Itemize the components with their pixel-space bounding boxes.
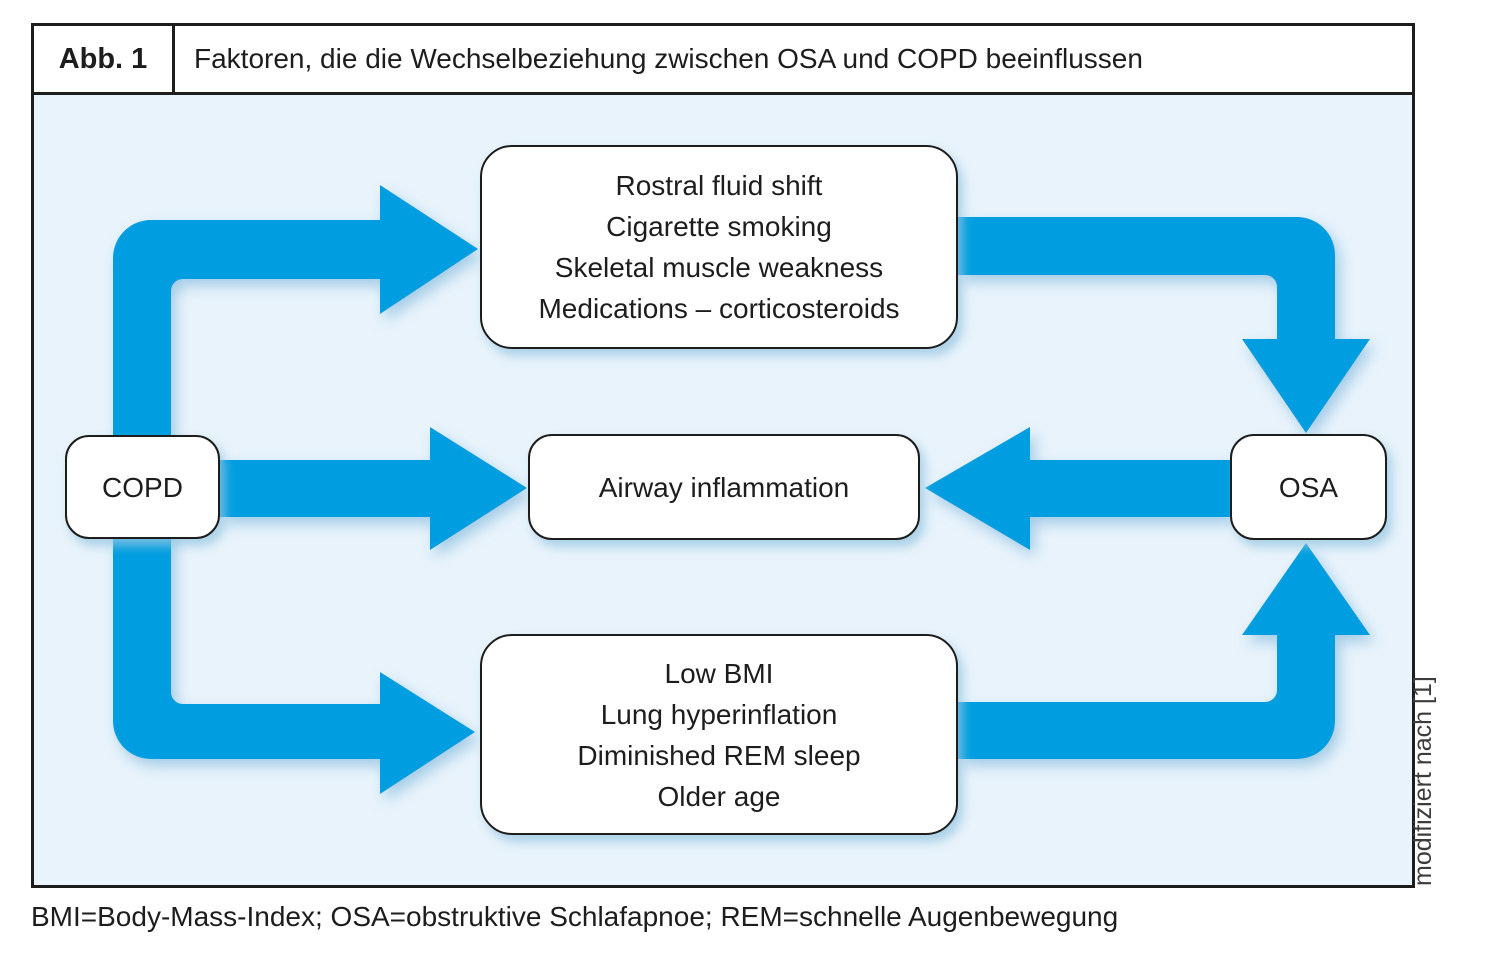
arrow-head-to-bottom-factors [380, 672, 475, 794]
airway-inflammation-box: Airway inflammation [528, 434, 920, 540]
figure-header: Abb. 1 Faktoren, die die Wechselbeziehun… [31, 23, 1415, 95]
arrow-head-top-factors-to-osa [1242, 339, 1370, 433]
copd-box: COPD [65, 435, 220, 539]
arrow-osa-to-airway [1030, 460, 1230, 517]
arrow-head-bottom-factors-to-osa [1242, 543, 1370, 635]
bottom-factors-box: Low BMI Lung hyperinflation Diminished R… [480, 634, 958, 835]
arrow-copd-to-airway [220, 460, 436, 517]
abbreviation-caption: BMI=Body-Mass-Index; OSA=obstruktive Sch… [31, 901, 1119, 932]
top-factors-text: Rostral fluid shift Cigarette smoking Sk… [538, 170, 900, 324]
osa-label: OSA [1278, 471, 1339, 503]
arrow-head-copd-to-airway [430, 427, 527, 550]
source-note: modifiziert nach [1] [1409, 676, 1437, 886]
arrow-head-to-top-factors [380, 185, 478, 314]
bottom-factors-text: Low BMI Lung hyperinflation Diminished R… [577, 657, 861, 812]
flow-arrows [113, 185, 1370, 794]
figure-title: Faktoren, die die Wechselbeziehung zwisc… [194, 43, 1143, 74]
copd-label: COPD [102, 471, 183, 503]
osa-box: OSA [1230, 434, 1387, 540]
figure-label: Abb. 1 [34, 26, 175, 92]
arrow-head-osa-to-airway [925, 427, 1030, 550]
airway-inflammation-label: Airway inflammation [598, 471, 850, 503]
diagram-canvas: Rostral fluid shift Cigarette smoking Sk… [31, 92, 1415, 888]
top-factors-box: Rostral fluid shift Cigarette smoking Sk… [480, 145, 958, 349]
arrow-bottom-factors-to-osa [958, 635, 1335, 759]
arrow-top-factors-to-osa [958, 217, 1335, 339]
